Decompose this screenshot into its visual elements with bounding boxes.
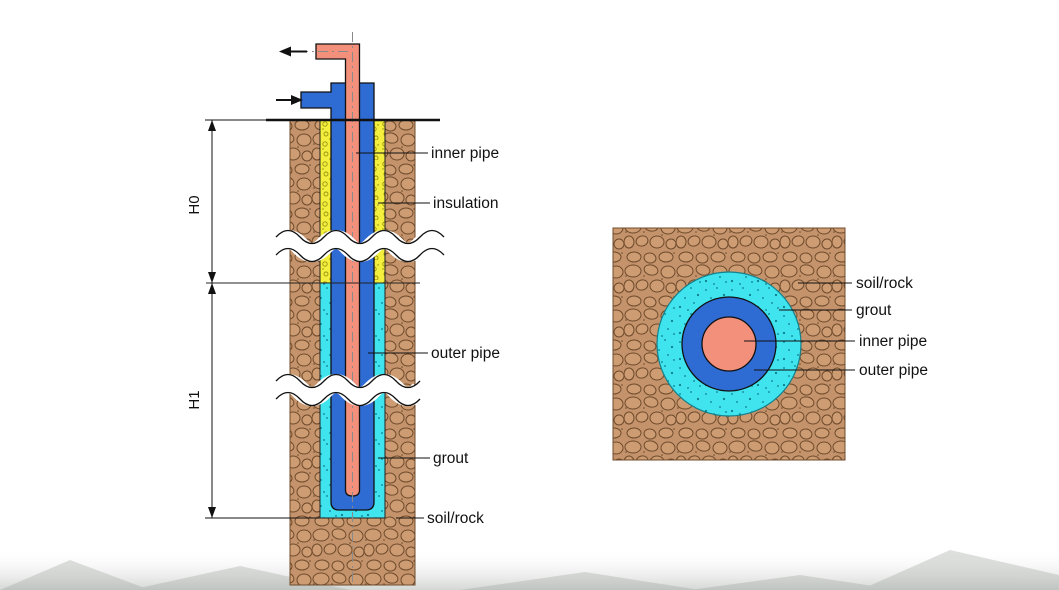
background-scenery xyxy=(0,548,1059,590)
break-line-lower xyxy=(269,373,427,407)
label-inner-pipe: inner pipe xyxy=(431,145,499,162)
leader-lines-left xyxy=(356,152,430,519)
flow-arrow-in xyxy=(276,95,303,105)
leader-lines-right xyxy=(744,282,855,371)
cross-section: soil/rock grout inner pipe outer pipe xyxy=(612,227,928,461)
inner-pipe-circle xyxy=(701,316,757,372)
dimension-lines: H0 H1 xyxy=(186,120,216,518)
label-inner-pipe-right: inner pipe xyxy=(859,333,927,350)
label-insulation: insulation xyxy=(433,195,499,212)
h1-dimension-label: H1 xyxy=(186,390,203,409)
flow-arrow-out xyxy=(279,46,307,57)
ground-surface-line xyxy=(205,118,440,519)
break-line-upper xyxy=(269,229,451,263)
label-outer-pipe-right: outer pipe xyxy=(859,362,928,379)
label-soil-rock: soil/rock xyxy=(427,510,484,527)
h0-dimension-label: H0 xyxy=(186,195,203,214)
label-grout-right: grout xyxy=(856,302,892,319)
label-outer-pipe: outer pipe xyxy=(431,345,500,362)
label-soil-rock-right: soil/rock xyxy=(856,275,913,292)
label-grout: grout xyxy=(433,450,469,467)
vertical-section: H0 H1 inner pipe insulation outer pipe g… xyxy=(186,32,500,586)
